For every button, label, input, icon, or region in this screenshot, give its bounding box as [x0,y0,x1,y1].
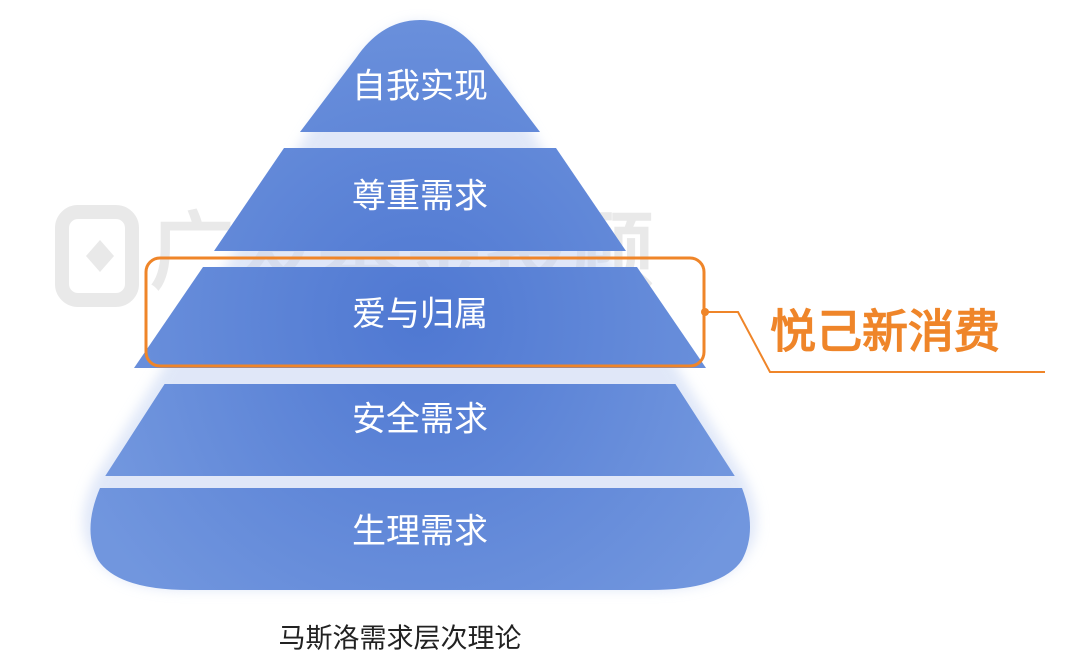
callout-label: 悦己新消费 [770,305,1000,359]
pyramid-level-self-actualization [300,20,540,132]
pyramid-level-love-belonging [134,267,706,368]
callout: 悦己新消费 [144,256,1045,373]
pyramid-level-esteem [214,148,626,251]
diagram-caption: 马斯洛需求层次理论 [279,624,522,655]
callout-leader-line [705,311,1045,373]
level-label-safety: 安全需求 [352,400,488,440]
watermark-logo-icon [55,205,139,307]
level-label-esteem: 尊重需求 [352,177,488,217]
pyramid: 自我实现 尊重需求 爱与归属 安全需求 生理需求 [90,20,751,590]
pyramid-level-safety [105,384,735,476]
level-label-love-belonging: 爱与归属 [352,295,488,335]
level-label-self-actualization: 自我实现 [352,67,488,107]
level-label-physiological: 生理需求 [352,512,488,552]
pyramid-level-physiological [90,488,751,590]
